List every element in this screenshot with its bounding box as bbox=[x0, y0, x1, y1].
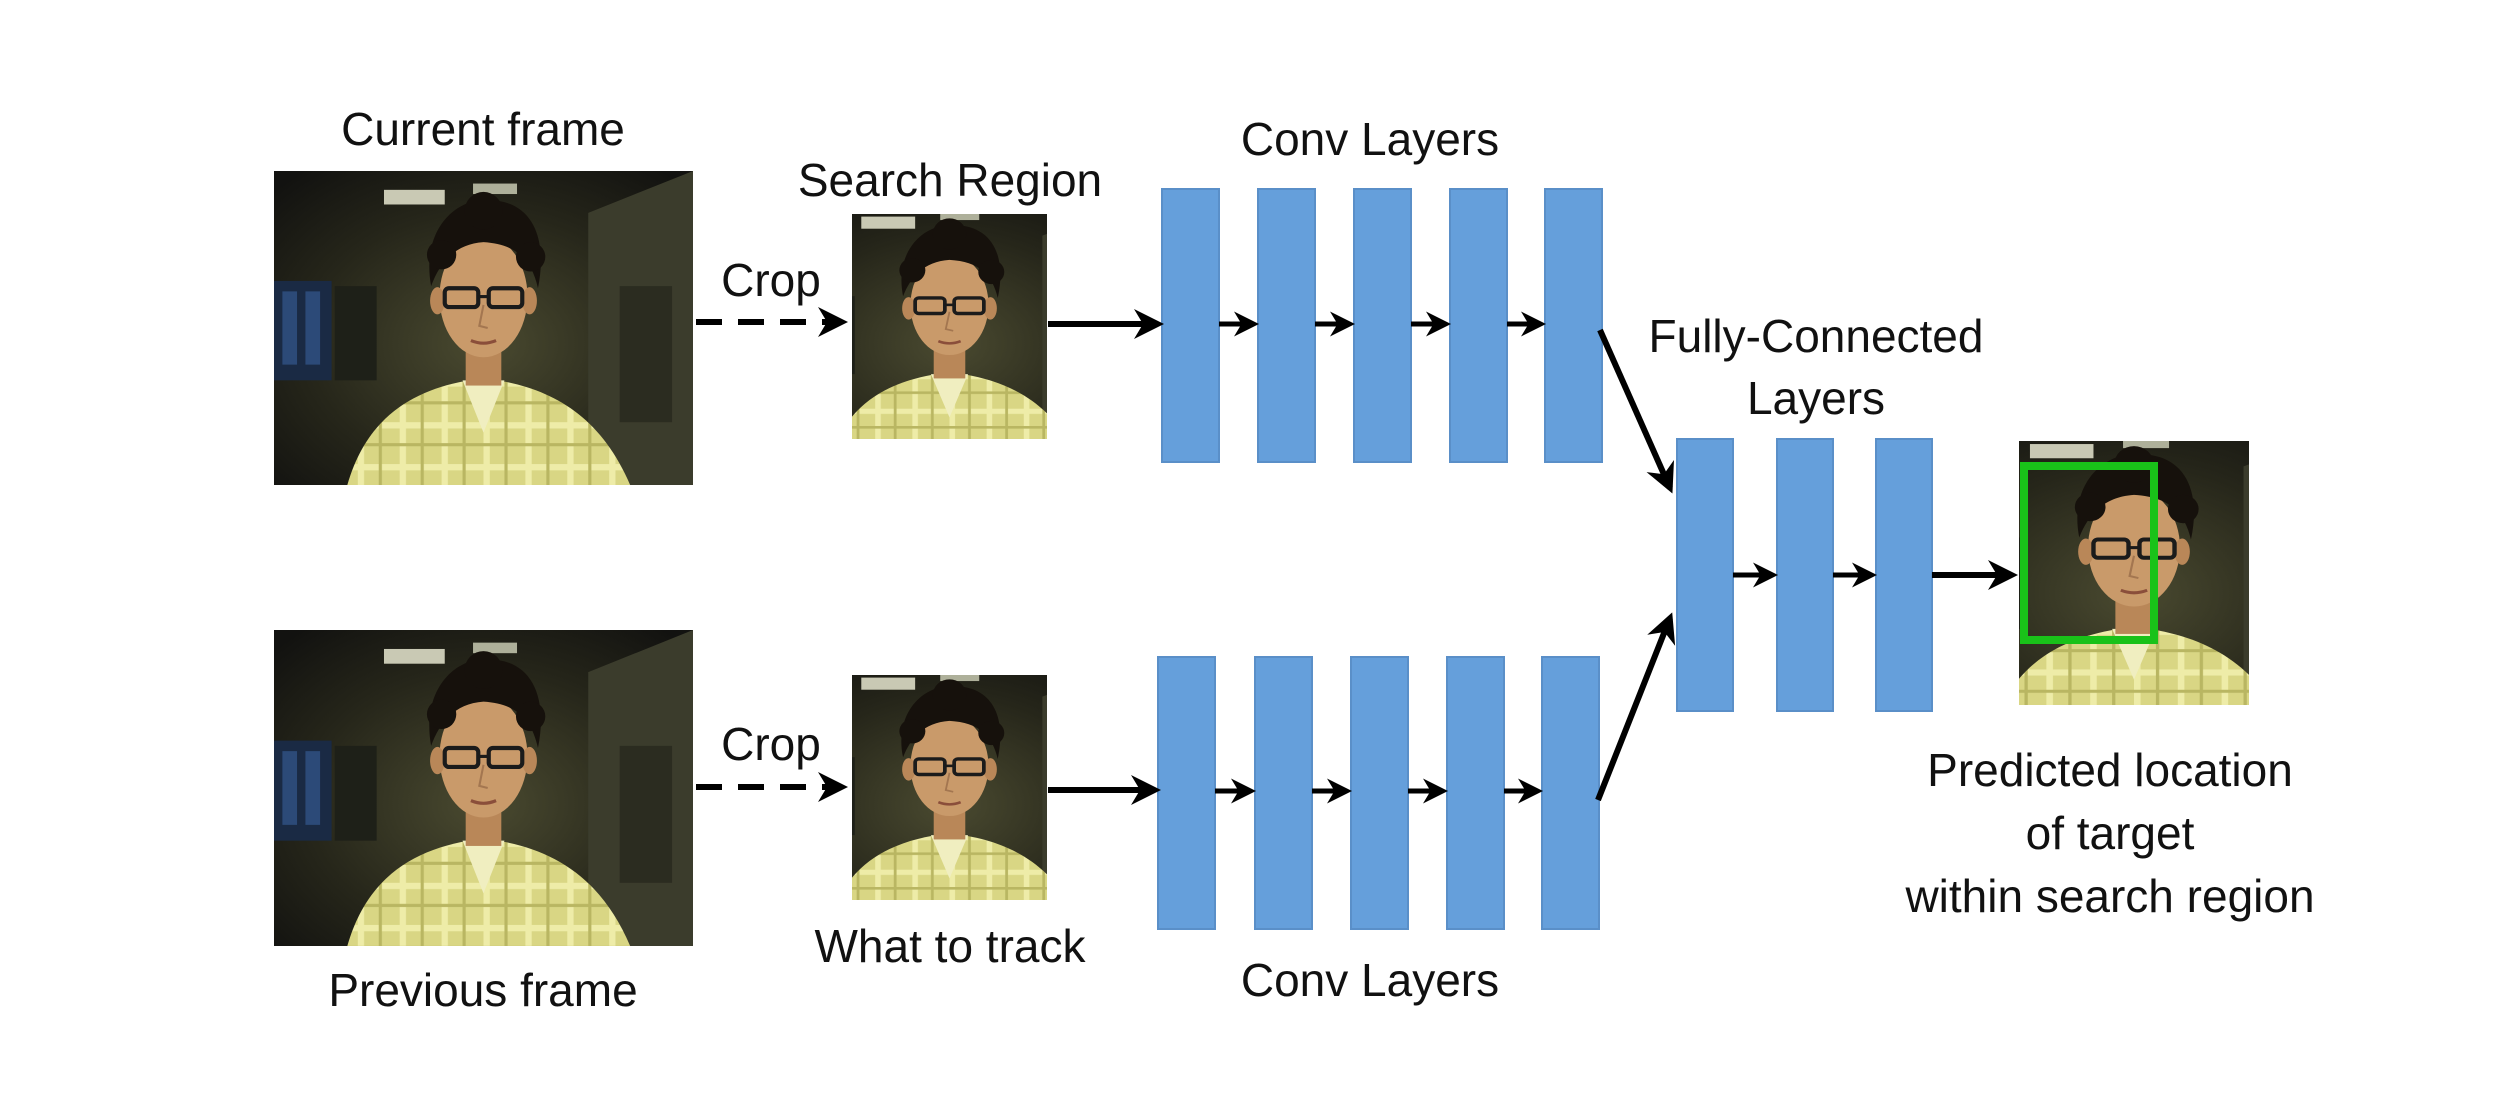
conv-layer-bottom-4 bbox=[1446, 656, 1505, 930]
conv-layers-top-label: Conv Layers bbox=[1241, 113, 1499, 165]
inter-layer-arrows bbox=[1215, 311, 1877, 804]
current-frame-label: Current frame bbox=[341, 103, 625, 155]
previous-frame-image bbox=[274, 630, 693, 946]
search-region-image bbox=[852, 214, 1047, 439]
search-region-label: Search Region bbox=[798, 154, 1102, 206]
fc-layer-3 bbox=[1875, 438, 1933, 712]
fc-layers-label-line2: Layers bbox=[1747, 372, 1885, 424]
predicted-location-line2: of target bbox=[2026, 807, 2195, 859]
predicted-location-line3: within search region bbox=[1904, 870, 2314, 922]
conv-layers-top-group bbox=[1161, 188, 1603, 463]
conv-layers-bottom-label: Conv Layers bbox=[1241, 954, 1499, 1006]
conv-layer-top-3 bbox=[1353, 188, 1412, 463]
crop-label-bottom: Crop bbox=[721, 718, 821, 770]
conv-bottom-to-fc-arrow bbox=[1595, 612, 1676, 802]
fc-layers-label-line1: Fully-Connected bbox=[1649, 310, 1984, 362]
what-to-track-label: What to track bbox=[815, 920, 1087, 972]
conv-layer-top-1 bbox=[1161, 188, 1220, 463]
conv-layer-top-4 bbox=[1449, 188, 1508, 463]
predicted-bounding-box bbox=[2020, 462, 2158, 644]
conv-layer-bottom-2 bbox=[1254, 656, 1313, 930]
crop-label-top: Crop bbox=[721, 254, 821, 306]
fc-layer-2 bbox=[1776, 438, 1834, 712]
fc-layers-group bbox=[1676, 438, 1933, 712]
conv-layer-bottom-5 bbox=[1541, 656, 1600, 930]
conv-layer-bottom-1 bbox=[1157, 656, 1216, 930]
predicted-output-image bbox=[1915, 426, 2353, 731]
previous-frame-label: Previous frame bbox=[328, 964, 637, 1016]
conv-layer-bottom-3 bbox=[1350, 656, 1409, 930]
current-frame-image bbox=[274, 171, 693, 485]
predicted-location-line1: Predicted location bbox=[1927, 744, 2293, 796]
fc-layer-1 bbox=[1676, 438, 1734, 712]
conv-layers-bottom-group bbox=[1157, 656, 1600, 930]
conv-layer-top-5 bbox=[1544, 188, 1603, 463]
conv-top-to-fc-arrow bbox=[1597, 328, 1674, 494]
conv-layer-top-2 bbox=[1257, 188, 1316, 463]
